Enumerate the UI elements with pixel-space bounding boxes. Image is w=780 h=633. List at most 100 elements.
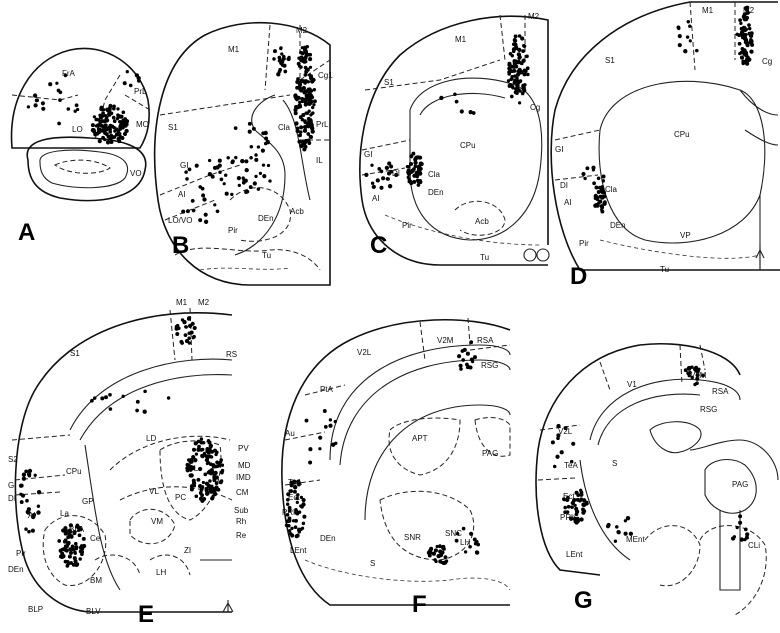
neuron-dot — [299, 78, 304, 83]
neuron-dot — [457, 354, 462, 359]
panel-e-outline — [14, 312, 233, 613]
panel-b-outline — [153, 21, 331, 286]
neuron-dot — [738, 18, 742, 22]
neuron-dot — [197, 466, 203, 472]
neuron-dot — [364, 172, 369, 178]
neuron-dot — [213, 203, 217, 207]
neuron-dot — [512, 38, 517, 42]
neuron-dot — [468, 110, 473, 115]
label-re: Re — [236, 531, 247, 540]
neuron-dot — [249, 145, 254, 149]
label-snc: SNC — [445, 529, 462, 538]
neuron-dot — [192, 325, 197, 331]
neuron-dot — [214, 481, 219, 486]
neuron-dot — [408, 161, 414, 167]
neuron-dot — [175, 324, 180, 328]
neuron-dot — [124, 122, 129, 127]
neuron-dot — [440, 550, 445, 555]
neuron-dot — [295, 500, 299, 505]
label-cpu: CPu — [460, 141, 476, 150]
label-cl: CL — [188, 464, 199, 473]
neuron-dot — [575, 516, 580, 522]
neuron-dot — [293, 111, 298, 116]
neuron-dot — [215, 165, 220, 170]
label-rsg: RSG — [481, 361, 498, 370]
neuron-dot — [237, 183, 241, 188]
neuron-dot — [292, 489, 297, 494]
neuron-dot — [27, 529, 31, 534]
neuron-dot — [743, 32, 747, 37]
neuron-dot — [304, 418, 309, 423]
label-ect: Ect — [288, 493, 300, 502]
label-s1: S1 — [605, 56, 615, 65]
neuron-dot — [36, 510, 41, 515]
neuron-dot — [507, 72, 512, 76]
neuron-dot — [204, 491, 210, 496]
label-di: DI — [560, 181, 568, 190]
neuron-dot — [198, 218, 203, 223]
neuron-dot — [517, 34, 522, 38]
neuron-dot — [295, 496, 299, 501]
neuron-dot — [581, 498, 587, 503]
neuron-dot — [214, 452, 218, 457]
neuron-dot — [749, 49, 754, 54]
neuron-dot — [191, 465, 196, 470]
neuron-dot — [198, 496, 204, 501]
neuron-dot — [121, 118, 125, 122]
neuron-dot — [219, 177, 224, 182]
panel-d-neurons — [581, 5, 755, 214]
label-gp: GP — [82, 497, 94, 506]
neuron-dot — [514, 59, 518, 63]
neuron-dot — [203, 472, 208, 477]
neuron-dot — [298, 85, 302, 90]
neuron-dot — [32, 93, 38, 98]
label-il: IL — [316, 156, 323, 165]
neuron-dot — [370, 163, 374, 167]
neuron-dot — [302, 97, 306, 102]
label-rsa: RSA — [477, 336, 494, 345]
neuron-dot — [389, 164, 394, 169]
neuron-dot — [439, 95, 444, 101]
neuron-dot — [55, 81, 59, 85]
neuron-dot — [112, 119, 117, 124]
neuron-dot — [119, 114, 124, 119]
neuron-dot — [598, 194, 603, 199]
neuron-dot — [266, 140, 270, 145]
neuron-dot — [188, 473, 193, 478]
neuron-dot — [199, 437, 204, 441]
neuron-dot — [701, 373, 705, 378]
neuron-dot — [203, 219, 209, 224]
neuron-dot — [220, 463, 225, 467]
neuron-dot — [412, 179, 417, 184]
neuron-dot — [70, 544, 75, 549]
label-s: S — [612, 459, 617, 468]
neuron-dot — [186, 463, 192, 468]
neuron-dot — [19, 492, 23, 496]
neuron-dot — [563, 426, 568, 431]
label-ai: AI — [178, 190, 186, 199]
neuron-dot — [302, 514, 307, 519]
label-v1: V1 — [627, 380, 637, 389]
label-vo: VO — [130, 169, 142, 178]
neuron-dot — [600, 186, 605, 191]
neuron-dot — [213, 448, 217, 453]
neuron-dot — [194, 452, 199, 456]
label-s1: S1 — [384, 78, 394, 87]
neuron-dot — [454, 538, 459, 543]
neuron-dot — [294, 518, 298, 523]
neuron-dot — [142, 409, 147, 414]
neuron-dot — [443, 555, 448, 560]
neuron-dot — [308, 134, 313, 139]
neuron-dot — [63, 559, 68, 564]
neuron-dot — [303, 45, 308, 50]
neuron-dot — [187, 458, 191, 462]
neuron-dot — [296, 493, 300, 497]
neuron-dot — [202, 197, 207, 202]
neuron-dot — [111, 115, 116, 120]
neuron-dot — [570, 505, 574, 509]
label-rs: RS — [226, 350, 237, 359]
neuron-dot — [749, 31, 754, 36]
label-pc: PC — [175, 493, 186, 502]
neuron-dot — [552, 464, 557, 469]
neuron-dot — [407, 179, 411, 184]
